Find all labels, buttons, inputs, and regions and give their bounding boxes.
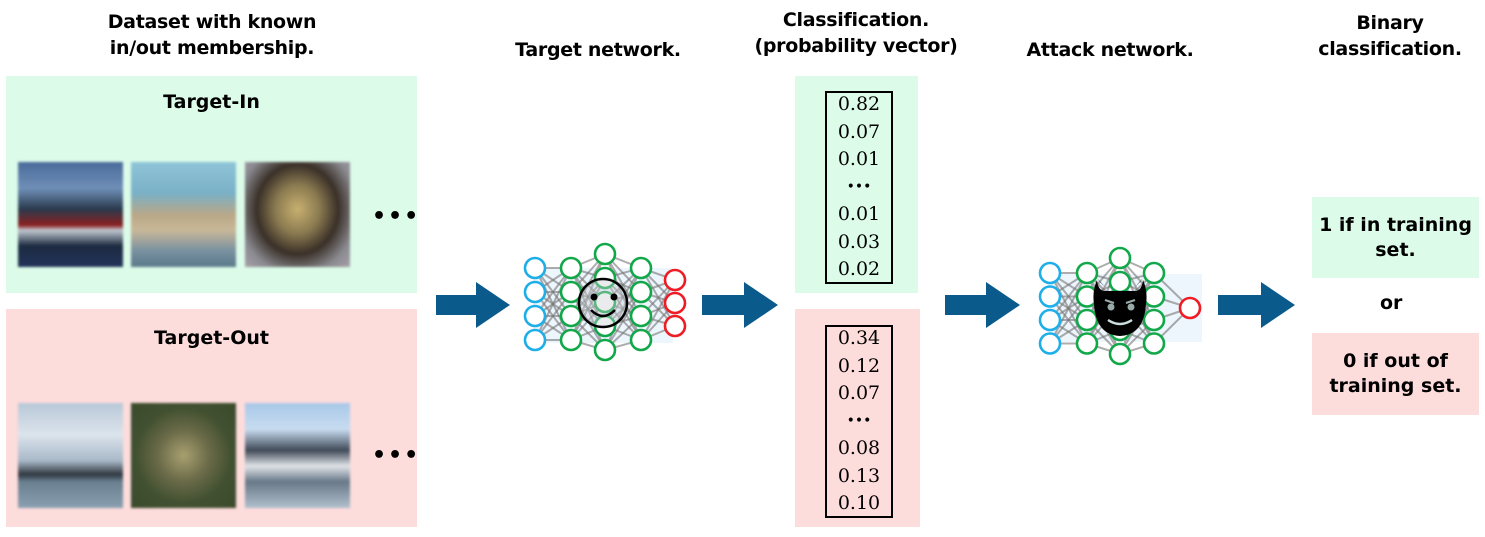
vector-entry: 0.82 (837, 93, 881, 115)
neuron-node (1075, 332, 1099, 355)
neuron-node (593, 242, 617, 266)
vector-entry: 0.34 (837, 327, 881, 349)
neuron-node (593, 338, 617, 362)
neuron-node (1038, 308, 1062, 332)
neuron-node (1142, 261, 1166, 285)
binary-header: Binary classification. (1318, 10, 1462, 62)
neuron-node (523, 328, 547, 352)
output-out-line: training set. (1329, 375, 1462, 397)
connection-line (534, 267, 572, 341)
image-frog (131, 403, 236, 508)
arrow-right-icon (1218, 282, 1295, 328)
header-line: classification. (1318, 38, 1462, 60)
neuron-node (1108, 246, 1132, 270)
target-in-title: Target-In (163, 91, 260, 113)
vector-matrix: 0.82 0.07 0.01 ••• 0.01 0.03 0.02 (825, 91, 893, 284)
connection-line (1049, 272, 1088, 344)
vector-entry: 0.13 (837, 464, 881, 487)
devil-face-icon (1093, 278, 1147, 336)
header-line: in/out membership. (109, 37, 315, 59)
neuron-node (1142, 332, 1166, 355)
smiley-face-icon (577, 277, 629, 329)
vector-entry: 0.01 (837, 203, 881, 225)
image-ship (245, 403, 350, 508)
image-frog (245, 162, 350, 267)
header-line: (probability vector) (754, 35, 958, 57)
neuron-node (1075, 261, 1099, 285)
connection-line (570, 277, 606, 341)
probability-vector-in: 0.82 0.07 0.01 ••• 0.01 0.03 0.02 (795, 76, 918, 293)
header-line: Binary (1356, 12, 1424, 34)
neuron-node (629, 304, 653, 328)
arrow-right-icon (945, 282, 1020, 328)
or-label: or (1380, 292, 1403, 314)
vector-entry: ••• (846, 412, 872, 429)
target-network-header: Target network. (515, 39, 681, 61)
connection-line (640, 279, 676, 341)
image-car (131, 162, 236, 267)
connection-line (604, 267, 642, 327)
neuron-node (629, 328, 653, 352)
output-in-box: 1 if in training set. (1312, 197, 1479, 278)
vector-entry: 0.03 (837, 230, 881, 253)
neuron-node (629, 280, 653, 304)
attack-network-header: Attack network. (1026, 39, 1194, 61)
neuron-node (1038, 261, 1062, 285)
vector-entry: 0.08 (837, 437, 881, 459)
neuron-node (1038, 332, 1062, 355)
neuron-node (1075, 308, 1099, 332)
vector-entry: 0.07 (837, 120, 881, 143)
neuron-node (1142, 308, 1166, 332)
neuron-node (559, 304, 583, 328)
target-out-box: Target-Out ••• (6, 309, 421, 527)
ellipsis: ••• (372, 443, 421, 468)
output-in-line: 1 if in training (1319, 213, 1472, 236)
neuron-node (523, 304, 547, 328)
neuron-node (1038, 285, 1062, 308)
ellipsis: ••• (372, 204, 421, 229)
dataset-header: Dataset with known in/out membership. (108, 9, 317, 61)
neuron-node (523, 280, 547, 304)
vector-entry: ••• (846, 178, 872, 195)
target-in-box: Target-In ••• (6, 76, 421, 293)
vector-entry: 0.12 (837, 354, 881, 377)
neuron-node (629, 256, 653, 280)
neuron-node (593, 290, 617, 314)
vector-entry: 0.10 (837, 492, 881, 514)
header-line: Dataset with known (107, 11, 317, 33)
output-out-line: 0 if out of (1343, 350, 1448, 372)
probability-vector-out: 0.34 0.12 0.07 ••• 0.08 0.13 0.10 (795, 309, 920, 527)
output-out-box: 0 if out of training set. (1312, 333, 1479, 415)
neuron-node (559, 256, 583, 280)
header-line: Classification. (782, 9, 930, 31)
output-in-line: set. (1375, 238, 1416, 261)
arrow-right-icon (702, 282, 778, 328)
connection-line (604, 291, 642, 351)
neuron-node (559, 328, 583, 352)
vector-entry: 0.07 (837, 382, 881, 404)
connection-line (1086, 257, 1121, 321)
image-ship (18, 403, 123, 508)
neuron-node (1178, 296, 1202, 320)
target-out-title: Target-Out (154, 327, 269, 349)
neuron-node (663, 268, 687, 292)
neuron-node (1142, 285, 1166, 308)
vector-matrix: 0.34 0.12 0.07 ••• 0.08 0.13 0.10 (825, 325, 893, 518)
neuron-node (1108, 270, 1132, 294)
vector-entry: 0.01 (837, 148, 881, 170)
connection-line (604, 267, 642, 351)
neuron-node (663, 314, 687, 338)
image-ship (18, 162, 123, 267)
neuron-node (663, 291, 687, 315)
classification-header: Classification. (probability vector) (754, 7, 957, 59)
neuron-node (523, 256, 547, 280)
vector-entry: 0.02 (837, 258, 881, 280)
arrow-right-icon (436, 282, 510, 328)
neuron-node (1108, 342, 1132, 366)
